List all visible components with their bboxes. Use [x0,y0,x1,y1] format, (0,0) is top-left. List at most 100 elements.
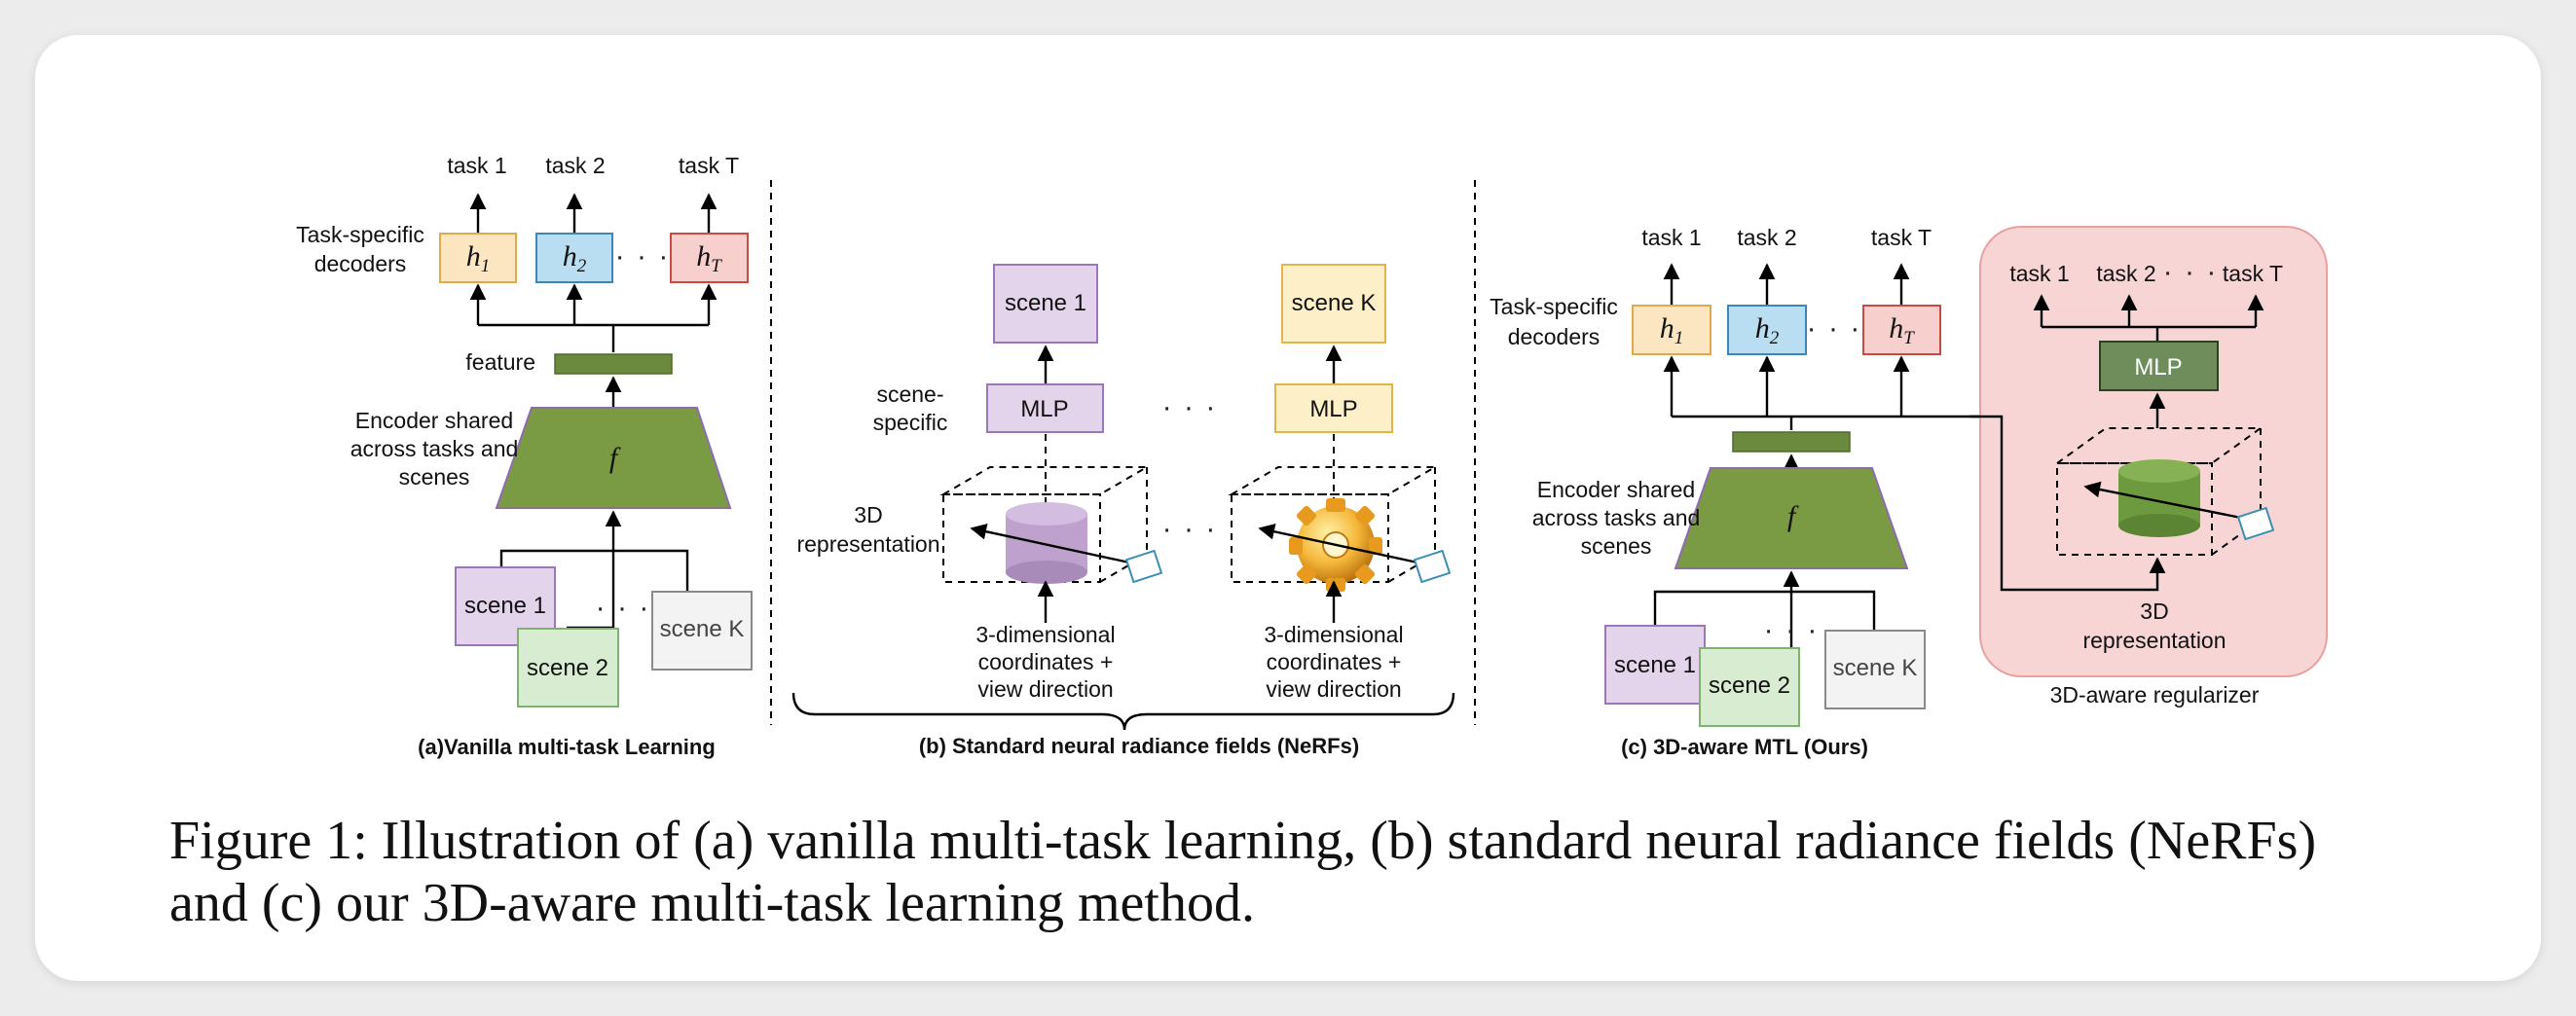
decoder-ht-label: hT [1889,312,1915,348]
input-k-line2: coordinates + [1267,649,1402,674]
scenes-ellipsis: · · · [1764,614,1820,646]
decoder-h2 [1727,305,1807,355]
regularizer-representation-line2: representation [2082,628,2226,653]
encoder-label-line2: across tasks and [1532,505,1701,530]
task-label-t: task T [679,153,739,178]
input-k-line3: view direction [1266,676,1401,702]
decoder-h2-label: h2 [563,240,587,276]
scene-k-box [651,591,753,671]
green-cylinder [2118,459,2200,537]
decoders-ellipsis: · · · [615,240,671,272]
scene-k-box [1824,630,1926,709]
regularizer-task-1: task 1 [2009,261,2069,286]
encoder-label-line3: scenes [1581,533,1652,559]
regularizer-label: 3D-aware regularizer [2050,682,2260,708]
mlp-scene-k-label: MLP [1309,396,1357,422]
panel-a: task 1 task 2 task T Task-specific decod… [296,153,753,759]
task-label-2: task 2 [1737,225,1796,250]
decoder-h1 [1632,305,1711,355]
panel-c: task 1 task 2 task T Task-specific decod… [1490,225,2328,759]
scene-k-label: scene K [660,616,745,642]
encoder-label-line2: across tasks and [350,436,519,461]
scene-2-label: scene 2 [527,655,608,681]
decoder-ht-label: hT [696,240,722,276]
regularizer-representation-line1: 3D [2140,599,2168,624]
encoder-label-line1: Encoder shared [355,408,513,433]
scene-2-box [1699,647,1800,727]
view-ray-1 [970,523,1130,564]
scene-2-label: scene 2 [1709,672,1790,699]
mlp-scene-k [1274,383,1393,433]
figure-caption: Figure 1: Illustration of (a) vanilla mu… [169,810,2486,934]
scene-k-output-label: scene K [1292,290,1377,316]
decoder-h2 [535,233,613,283]
feature-label: feature [465,349,535,375]
scene-1-box [1604,625,1706,705]
purple-cylinder [1006,502,1087,584]
feature-bar [554,353,673,375]
mlp-scene-1-label: MLP [1020,396,1068,422]
scene-connector [1653,590,1876,631]
input-1-line3: view direction [977,676,1113,702]
scene-specific-line1: scene- [876,381,943,407]
encoder-trapezoid [1674,467,1909,569]
decoder-ht [670,233,749,283]
feature-to-regularizer-arrow [1969,415,2166,592]
scene-1-label: scene 1 [1614,652,1696,678]
input-k-line1: 3-dimensional [1264,622,1403,647]
regularizer-task-t: task T [2223,261,2283,286]
representation-line1: 3D [854,502,882,527]
regularizer-mlp [2099,341,2219,391]
scenes-ellipsis: · · · [596,592,651,624]
input-1-line2: coordinates + [978,649,1114,674]
caption-line-2: and (c) our 3D-aware multi-task learning… [169,873,1255,933]
scene-1-output-box [993,264,1098,344]
scene-specific-line2: specific [873,410,948,435]
task-label-1: task 1 [1641,225,1701,250]
decoder-h1 [439,233,517,283]
subcaption-b: (b) Standard neural radiance fields (NeR… [919,734,1359,758]
view-ray-regularizer [2083,481,2242,520]
decoder-h1-label: h1 [466,240,491,276]
task-label-2: task 2 [545,153,605,178]
decoders-ellipsis: · · · [1807,312,1862,345]
camera-k-icon [1413,549,1452,584]
decoder-h1-label: h1 [1660,312,1684,348]
view-ray-k [1258,523,1418,564]
caption-line-1: Figure 1: Illustration of (a) vanilla mu… [169,811,2317,871]
feature-bar [1732,431,1851,453]
subcaption-c: (c) 3D-aware MTL (Ours) [1621,735,1868,759]
scene-1-output-label: scene 1 [1005,290,1086,316]
representation-line2: representation [796,531,939,557]
cube-ellipsis: · · · [1162,513,1218,545]
decoder-ht [1862,305,1941,355]
encoder-label-line3: scenes [399,464,470,490]
scene-connector [499,549,689,591]
curly-brace [791,692,1455,731]
camera-regularizer-icon [2236,506,2275,541]
mlp-scene-1 [986,383,1104,433]
regularizer-tasks-ellipsis: · · · [2163,256,2219,288]
task-label-1: task 1 [447,153,506,178]
scene-2-box [517,628,619,708]
decoders-label-line2: decoders [314,251,407,276]
input-1-line1: 3-dimensional [975,622,1115,647]
panel-b: scene 1 MLP scene- specific 3D represent… [791,264,1455,758]
regularizer-mlp-label: MLP [2134,354,2182,381]
subcaption-a: (a)Vanilla multi-task Learning [418,735,716,759]
camera-1-icon [1124,549,1163,584]
regularizer-panel [1979,226,2328,677]
mlp-ellipsis: · · · [1162,391,1218,423]
regularizer-task-2: task 2 [2096,261,2155,286]
scene-k-output-box [1281,264,1386,344]
scene-k-label: scene K [1833,655,1918,681]
decoders-label-line2: decoders [1508,324,1601,349]
decoders-label-line1: Task-specific [1490,294,1618,319]
decoders-label-line1: Task-specific [296,222,424,247]
task-label-t: task T [1871,225,1932,250]
encoder-label-line1: Encoder shared [1537,477,1695,502]
decoder-h2-label: h2 [1755,312,1780,348]
encoder-trapezoid [495,407,732,509]
scene-1-label: scene 1 [464,593,546,619]
